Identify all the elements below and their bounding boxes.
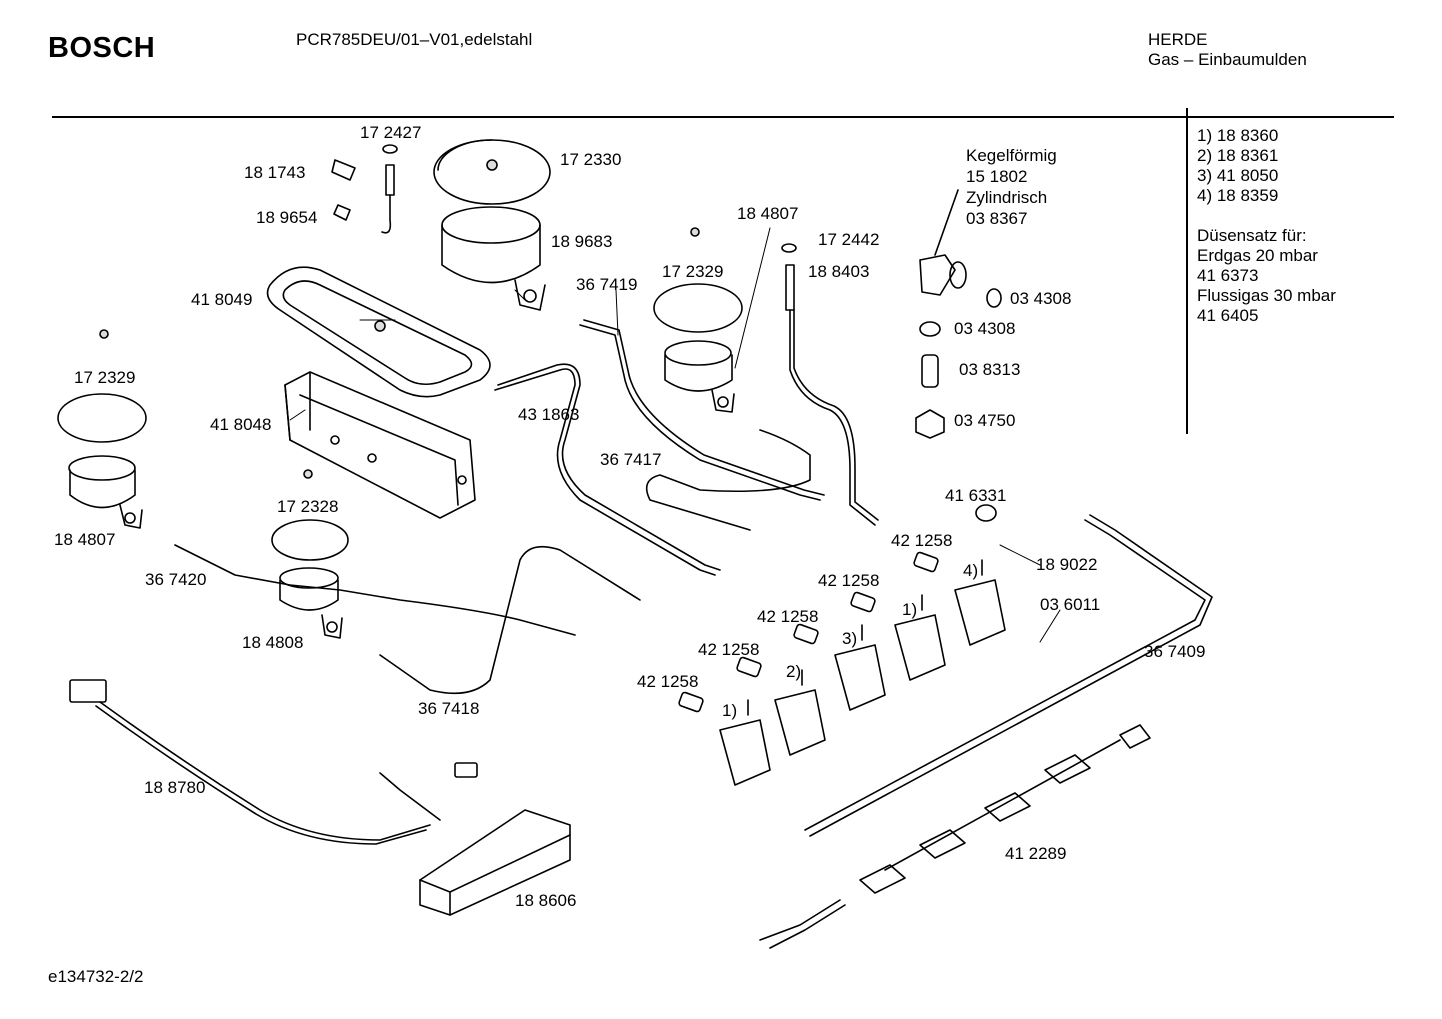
burner-cup-center (271, 469, 349, 639)
part-label: 18 9654 (256, 208, 318, 227)
part-label: 42 1258 (891, 531, 953, 550)
part-label: 03 6011 (1040, 595, 1101, 614)
part-label: 03 4750 (954, 411, 1016, 430)
nozzle-line: 41 6373 (1197, 266, 1259, 285)
part-label: 17 2427 (360, 123, 422, 142)
part-label: 36 7409 (1144, 642, 1206, 661)
nozzle-line: Flussigas 30 mbar (1197, 286, 1336, 305)
part-label: 17 2442 (818, 230, 880, 249)
leader-lines (289, 227, 1061, 643)
part-label: 42 1258 (698, 640, 760, 659)
part-label: 42 1258 (818, 571, 880, 590)
wiring-harness (69, 679, 478, 845)
part-label: 42 1258 (757, 607, 819, 626)
model-title: PCR785DEU/01–V01,edelstahl (296, 30, 533, 49)
switch-bar (419, 809, 571, 916)
burner-housing-box (284, 371, 476, 519)
part-label: 18 9022 (1036, 555, 1098, 574)
nozzle-line: 41 6405 (1197, 306, 1259, 325)
gas-pipes (174, 319, 1213, 837)
thermocouple-long (781, 243, 879, 526)
part-label: 03 4308 (1010, 289, 1072, 308)
side-note-line: Kegelförmig (966, 146, 1057, 165)
valve-row (719, 559, 1006, 786)
thermocouple-small (331, 144, 398, 234)
part-label: 17 2330 (560, 150, 622, 169)
variant-note: 4) 18 8359 (1197, 186, 1279, 205)
burner-cup-left (57, 329, 147, 529)
category-subtitle: Gas – Einbaumulden (1148, 50, 1307, 69)
side-note-line: 15 1802 (966, 167, 1028, 186)
variant-note: 3) 41 8050 (1197, 166, 1279, 185)
part-label: 36 7417 (600, 450, 662, 469)
brand-logo: BOSCH (48, 32, 156, 64)
burner-cup-right (653, 227, 743, 413)
part-label: 17 2328 (277, 497, 339, 516)
part-label: 18 8606 (515, 891, 577, 910)
notes-divider (1186, 108, 1188, 434)
part-label: 41 8049 (191, 290, 253, 309)
category-block: HERDE Gas – Einbaumulden (1148, 30, 1307, 70)
part-label: 17 2329 (662, 262, 724, 281)
variant-marker: 1) (902, 600, 918, 619)
ignition-modules (759, 724, 1151, 949)
variant-marker: 2) (786, 662, 802, 681)
part-label: 43 1863 (518, 405, 580, 424)
nozzle-heading: Düsensatz für: (1197, 226, 1307, 245)
side-note-line: Zylindrisch (966, 188, 1048, 207)
side-note-line: 03 8367 (966, 209, 1028, 228)
variant-marker: 3) (842, 629, 858, 648)
burner-cup-large (433, 139, 551, 311)
small-fittings (915, 189, 1002, 522)
part-label: 36 7419 (576, 275, 638, 294)
part-label: 41 6331 (945, 486, 1007, 505)
header-divider (52, 116, 1394, 118)
part-label: 03 4308 (954, 319, 1016, 338)
part-label: 18 9683 (551, 232, 613, 251)
side-note: Kegelförmig 15 1802 Zylindrisch 03 8367 (966, 147, 1057, 228)
variant-note: 2) 18 8361 (1197, 146, 1279, 165)
part-label: 18 1743 (244, 163, 306, 182)
part-label: 18 4807 (737, 204, 799, 223)
notes-panel: 1) 18 8360 2) 18 8361 3) 41 8050 4) 18 8… (1197, 126, 1336, 326)
nozzle-line: Erdgas 20 mbar (1197, 246, 1318, 265)
part-label: 18 8403 (808, 262, 870, 281)
variant-note: 1) 18 8360 (1197, 126, 1279, 145)
part-label: 03 8313 (959, 360, 1021, 379)
part-label: 36 7418 (418, 699, 480, 718)
part-label: 18 4807 (54, 530, 116, 549)
gasket-outline (266, 266, 491, 398)
part-label: 18 8780 (144, 778, 206, 797)
part-label: 36 7420 (145, 570, 207, 589)
variant-marker: 1) (722, 701, 738, 720)
part-label: 17 2329 (74, 368, 136, 387)
variant-marker: 4) (963, 561, 979, 580)
part-label: 41 8048 (210, 415, 272, 434)
nozzles (678, 551, 939, 713)
part-label: 41 2289 (1005, 844, 1067, 863)
category-title: HERDE (1148, 30, 1208, 49)
document-id: e134732-2/2 (48, 967, 144, 986)
part-label: 18 4808 (242, 633, 304, 652)
part-label: 42 1258 (637, 672, 699, 691)
